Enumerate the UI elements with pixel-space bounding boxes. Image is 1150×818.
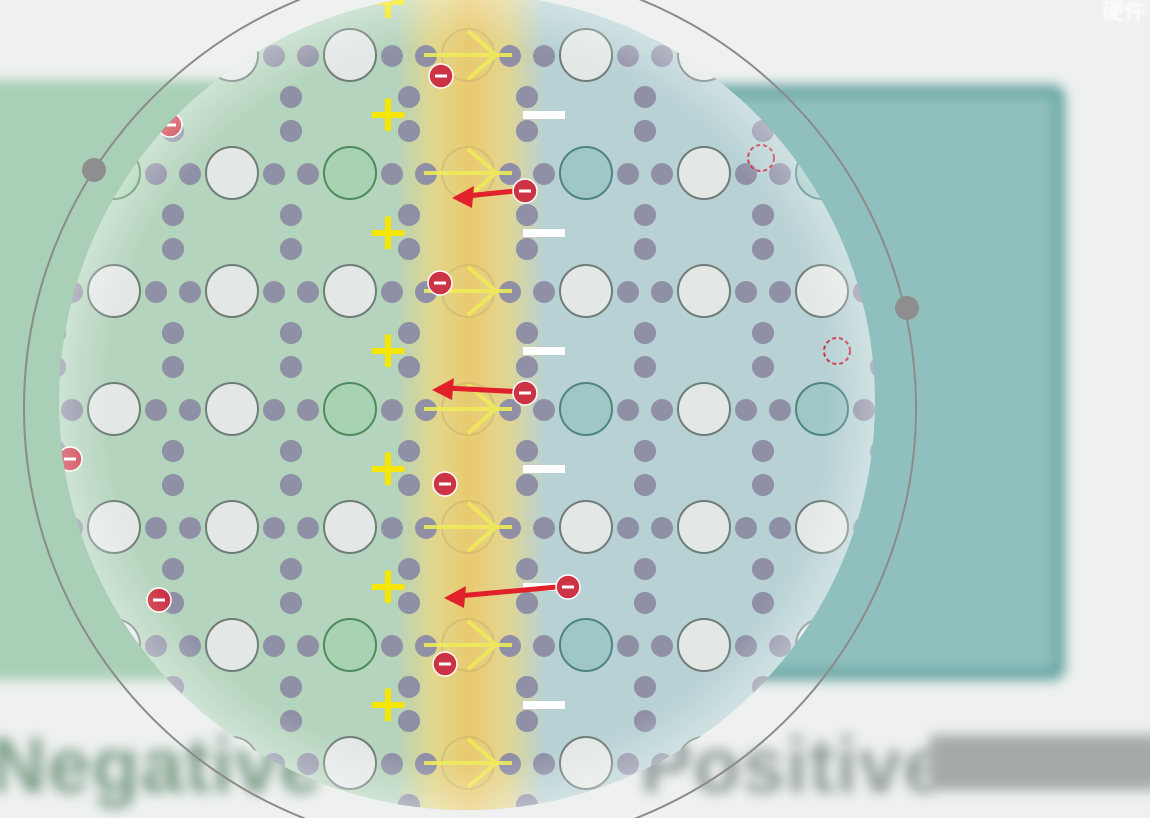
electron-pair-dot (853, 163, 875, 185)
electron-pair-dot (59, 676, 66, 698)
electron-pair-dot (59, 794, 66, 810)
electron-pair-dot (870, 474, 875, 496)
electron-pair-dot (59, 710, 66, 732)
electron-pair-dot (853, 45, 875, 67)
electron-pair-dot (870, 86, 875, 108)
electron-pair-dot (887, 45, 909, 67)
electron-pair-dot (870, 710, 875, 732)
electron-pair-dot (59, 238, 66, 260)
electron-pair-dot (870, 120, 875, 142)
electron-pair-dot (870, 86, 875, 108)
electron-pair-dot (870, 120, 875, 142)
electron-pair-dot (59, 474, 66, 496)
electron-pair-dot (27, 163, 49, 185)
electron-pair-dot (59, 238, 66, 260)
electron-pair-dot (61, 753, 83, 775)
electron-pair-dot (870, 794, 875, 810)
corner-watermark-text: 硬件 (1101, 0, 1146, 25)
electron-pair-dot (870, 322, 875, 344)
electron-pair-dot (162, 710, 184, 732)
electron-pair-dot (853, 753, 875, 775)
electron-pair-dot (870, 710, 875, 732)
electron-pair-dot (634, 794, 656, 810)
lattice-atom (0, 29, 22, 81)
electron-pair-dot (752, 86, 774, 108)
electron-pair-dot (887, 753, 909, 775)
electron-pair-dot (870, 204, 875, 226)
electron-pair-dot (59, 474, 66, 496)
lattice-atom (0, 265, 22, 317)
electron-pair-dot (887, 163, 909, 185)
electron-pair-dot (61, 635, 83, 657)
electron-pair-dot (59, 322, 66, 344)
electron-pair-dot (59, 592, 66, 614)
ring-handle-left (82, 158, 106, 182)
electron-pair-dot (870, 440, 875, 462)
electron-pair-dot (752, 794, 774, 810)
electron-pair-dot (27, 753, 49, 775)
lattice-atom (87, 736, 141, 790)
electron-pair-dot (870, 474, 875, 496)
electron-pair-dot (162, 710, 184, 732)
electron-pair-dot (59, 794, 66, 810)
lattice-atom (87, 28, 141, 82)
electron-pair-dot (870, 676, 875, 698)
lattice-atom (0, 619, 22, 671)
lattice-atom (0, 383, 22, 435)
electron-pair-dot (870, 794, 875, 810)
electron-pair-dot (162, 794, 184, 810)
electron-pair-dot (59, 86, 66, 108)
electron-pair-dot (752, 710, 774, 732)
lattice-atom (0, 501, 22, 553)
ring-handle-right (895, 296, 919, 320)
electron-pair-dot (59, 710, 66, 732)
electron-pair-dot (59, 204, 66, 226)
electron-pair-dot (59, 676, 66, 698)
electron-pair-dot (870, 322, 875, 344)
electron-pair-dot (27, 399, 49, 421)
electron-pair-dot (61, 45, 83, 67)
electron-pair-dot (752, 710, 774, 732)
lattice-atom (795, 736, 849, 790)
electron-pair-dot (887, 635, 909, 657)
electron-pair-dot (870, 440, 875, 462)
electron-pair-dot (145, 45, 167, 67)
electron-pair-dot (634, 794, 656, 810)
electron-pair-dot (870, 204, 875, 226)
electron-pair-dot (162, 794, 184, 810)
electron-pair-dot (27, 45, 49, 67)
lens-edge-glow (59, 0, 875, 810)
electron-pair-dot (145, 753, 167, 775)
magnifier-ring (23, 0, 917, 818)
electron-pair-dot (870, 676, 875, 698)
electron-pair-dot (162, 86, 184, 108)
electron-pair-dot (27, 635, 49, 657)
electron-pair-dot (59, 592, 66, 614)
lattice-atom (0, 147, 22, 199)
electron-pair-dot (179, 753, 201, 775)
electron-pair-dot (59, 322, 66, 344)
electron-pair-dot (887, 399, 909, 421)
electron-pair-dot (59, 120, 66, 142)
electron-pair-dot (61, 163, 83, 185)
label-bar (930, 735, 1150, 790)
electron-pair-dot (752, 86, 774, 108)
electron-pair-dot (752, 794, 774, 810)
electron-pair-dot (769, 45, 791, 67)
electron-pair-dot (162, 86, 184, 108)
electron-pair-dot (59, 86, 66, 108)
lattice-atom (795, 28, 849, 82)
electron-pair-dot (853, 635, 875, 657)
electron-pair-dot (59, 120, 66, 142)
electron-pair-dot (59, 204, 66, 226)
electron-pair-dot (769, 753, 791, 775)
lattice-atom (0, 737, 22, 789)
